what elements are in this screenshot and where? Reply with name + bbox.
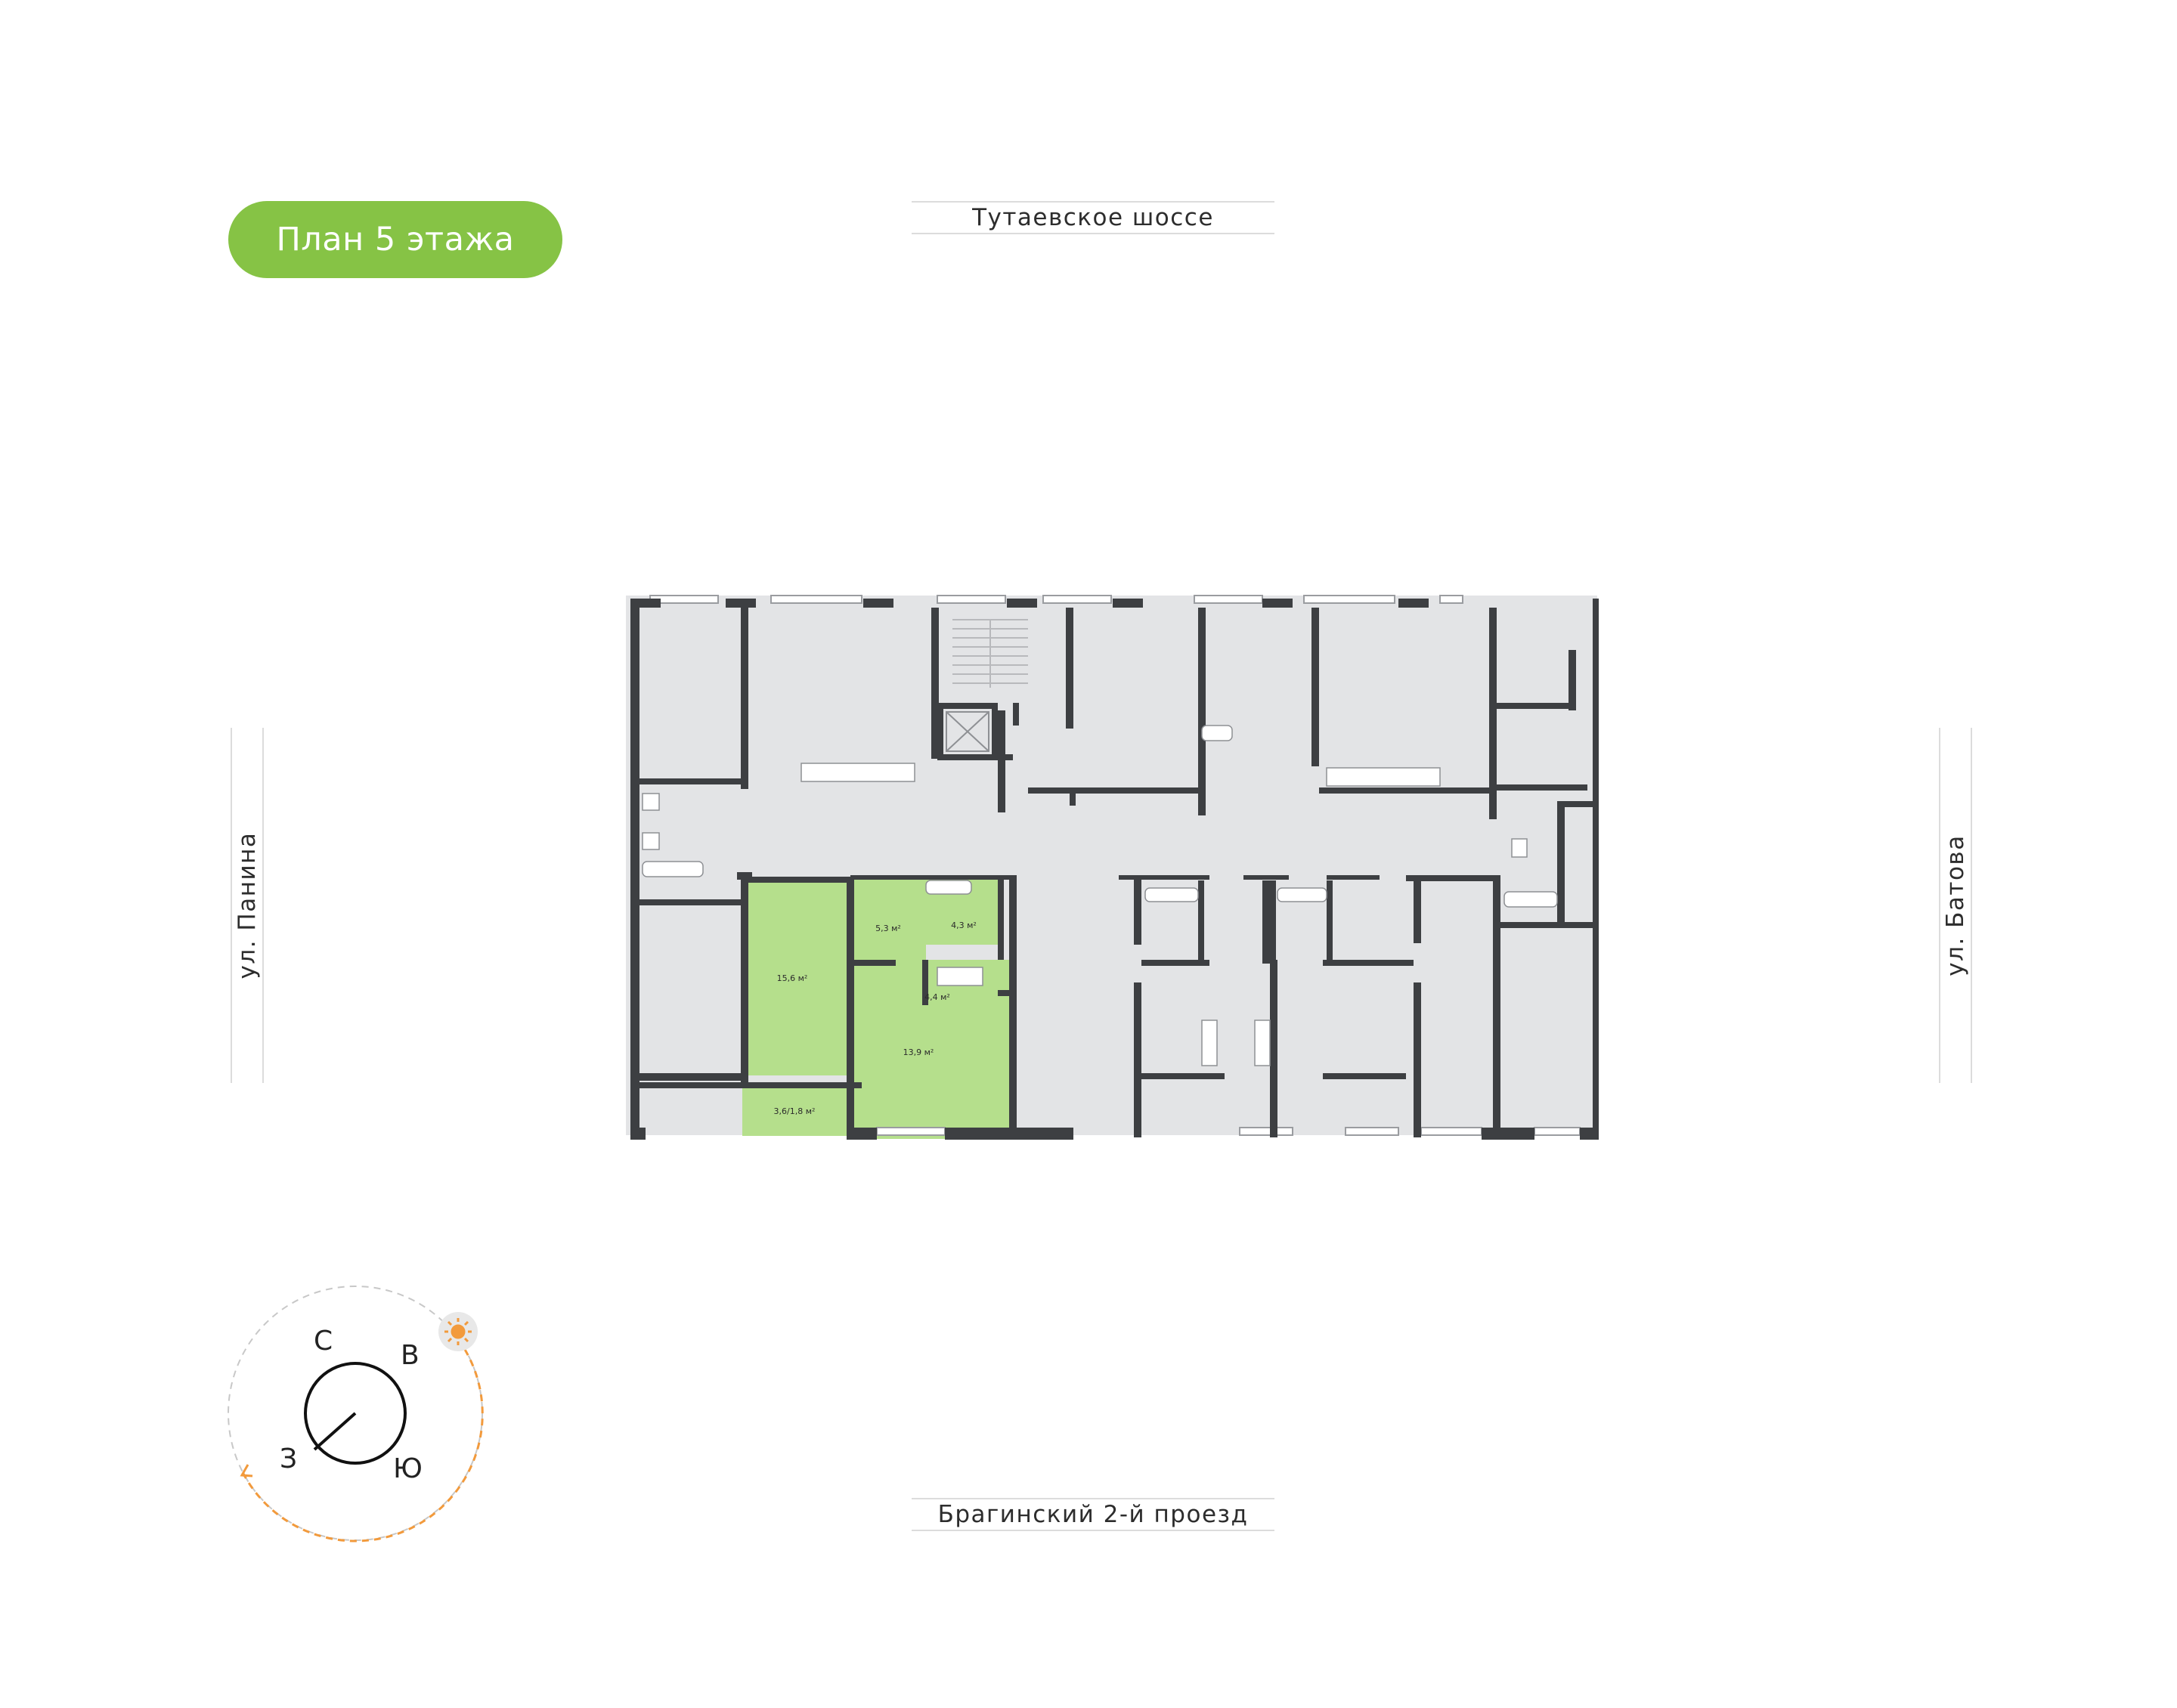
floor-plan: 15,6 м² 13,9 м² 5,3 м² 4,3 м² 4,4 м² 3,6… bbox=[626, 595, 1599, 1140]
room-area-bathroom: 4,3 м² bbox=[951, 921, 977, 930]
highlighted-apartment[interactable] bbox=[742, 877, 1013, 1139]
street-label-bottom: Брагинский 2-й проезд bbox=[912, 1498, 1274, 1531]
sun-icon bbox=[444, 1318, 472, 1345]
direction-north: С bbox=[314, 1326, 333, 1357]
direction-south: Ю bbox=[393, 1453, 423, 1484]
street-label-left: ул. Панина bbox=[231, 728, 264, 1083]
staircase bbox=[952, 619, 1028, 688]
room-area-living: 15,6 м² bbox=[777, 973, 808, 983]
direction-west: З bbox=[280, 1443, 297, 1474]
street-label-right: ул. Батова bbox=[1939, 728, 1972, 1083]
room-area-hall: 5,3 м² bbox=[875, 924, 901, 933]
windows bbox=[649, 595, 1581, 1136]
compass-needle bbox=[313, 1412, 357, 1451]
room-area-balcony: 3,6/1,8 м² bbox=[774, 1106, 816, 1116]
fixtures bbox=[642, 725, 1558, 1066]
balcony bbox=[742, 1083, 847, 1136]
room-area-kitchen-living: 13,9 м² bbox=[903, 1047, 934, 1057]
floor-plan-title: План 5 этажа bbox=[228, 201, 562, 278]
elevator bbox=[946, 711, 989, 752]
street-label-top: Тутаевское шоссе bbox=[912, 201, 1274, 234]
kitchen-living-room bbox=[850, 960, 1013, 1139]
direction-east: В bbox=[401, 1340, 420, 1371]
hall bbox=[850, 877, 926, 960]
compass-dial bbox=[304, 1362, 407, 1465]
walls bbox=[630, 599, 1599, 1140]
room-area-kitchen-zone: 4,4 м² bbox=[924, 992, 950, 1002]
living-room bbox=[745, 883, 850, 1075]
compass-rose: С В Ю З bbox=[228, 1286, 484, 1542]
sun-path-arc bbox=[242, 1338, 484, 1542]
sun-path-arrow-icon bbox=[240, 1464, 253, 1477]
